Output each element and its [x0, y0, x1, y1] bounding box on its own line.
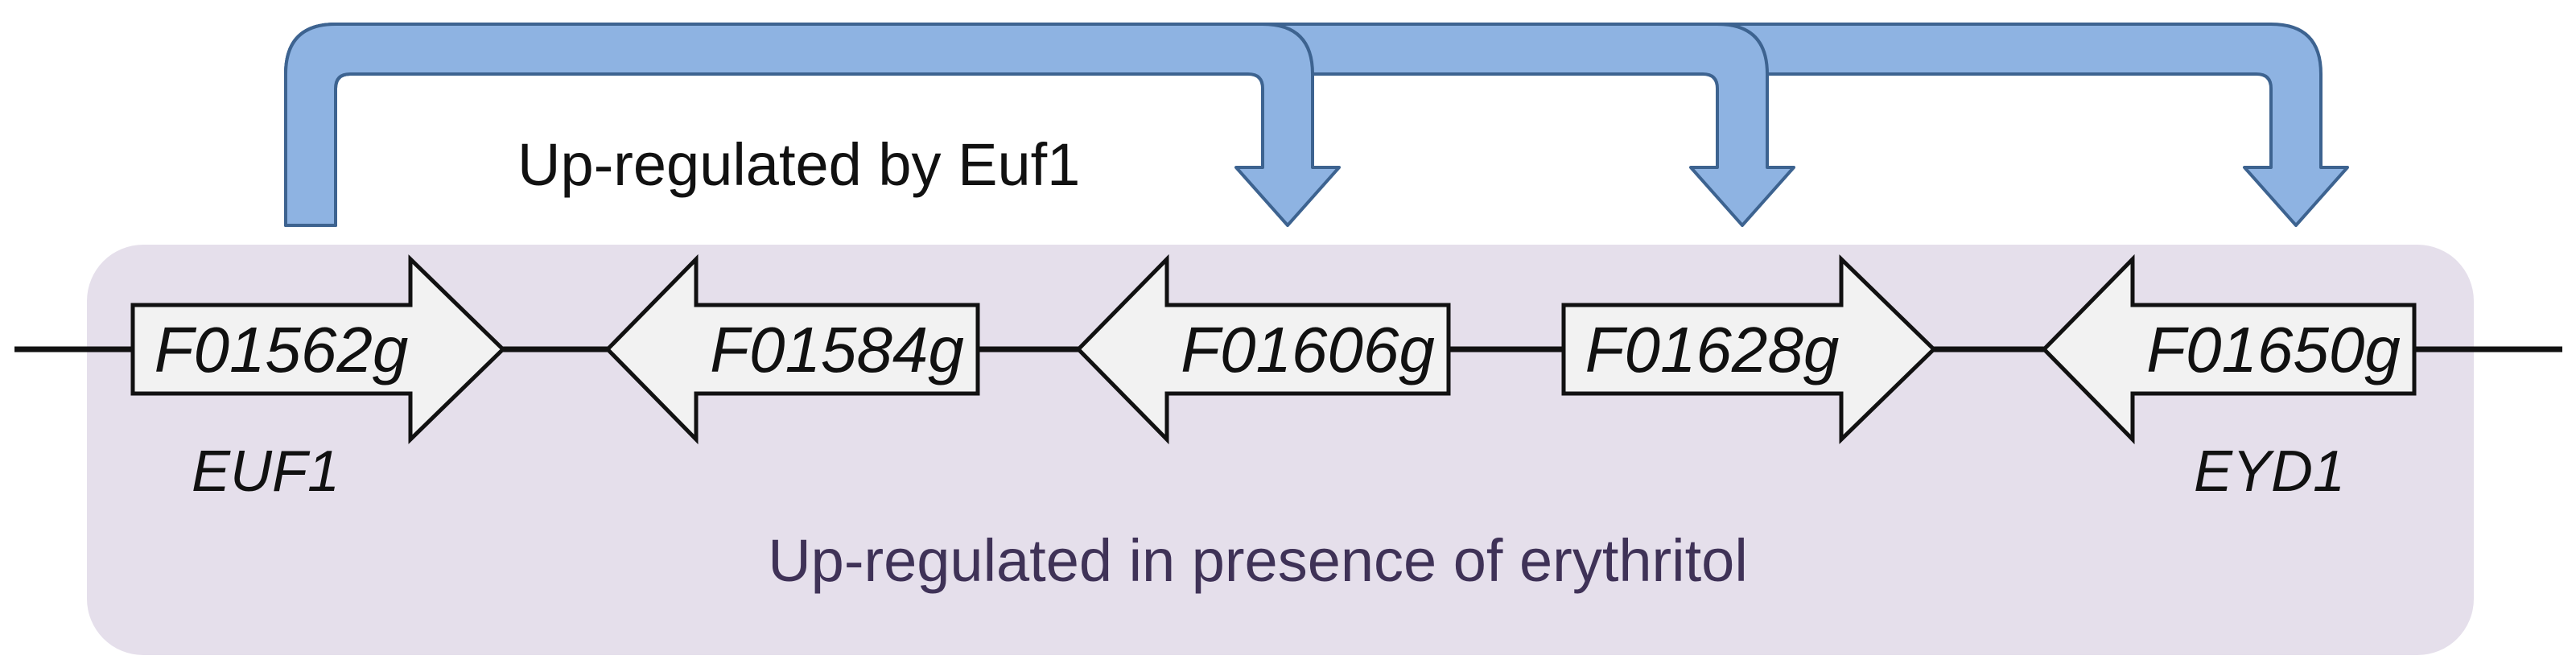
gene-arrow-f01606g: F01606g — [1075, 254, 1451, 445]
regulation-arrows — [284, 23, 2349, 227]
gene-label: F01606g — [1181, 314, 1435, 385]
gene-label: F01562g — [155, 314, 409, 385]
gene-label: F01628g — [1585, 314, 1840, 385]
gene-label: F01584g — [710, 314, 964, 385]
locus-name-label: EYD1 — [2194, 439, 2345, 504]
gene-label: F01650g — [2146, 314, 2401, 385]
regulation-label: Up-regulated by Euf1 — [517, 131, 1080, 198]
region-caption: Up-regulated in presence of erythritol — [768, 527, 1748, 594]
gene-arrow-f01628g: F01628g — [1561, 254, 1937, 444]
regulation-arrow-to-f01606g — [284, 23, 1341, 227]
locus-name-label: EUF1 — [192, 439, 340, 504]
gene-arrow-f01584g: F01584g — [604, 254, 980, 445]
